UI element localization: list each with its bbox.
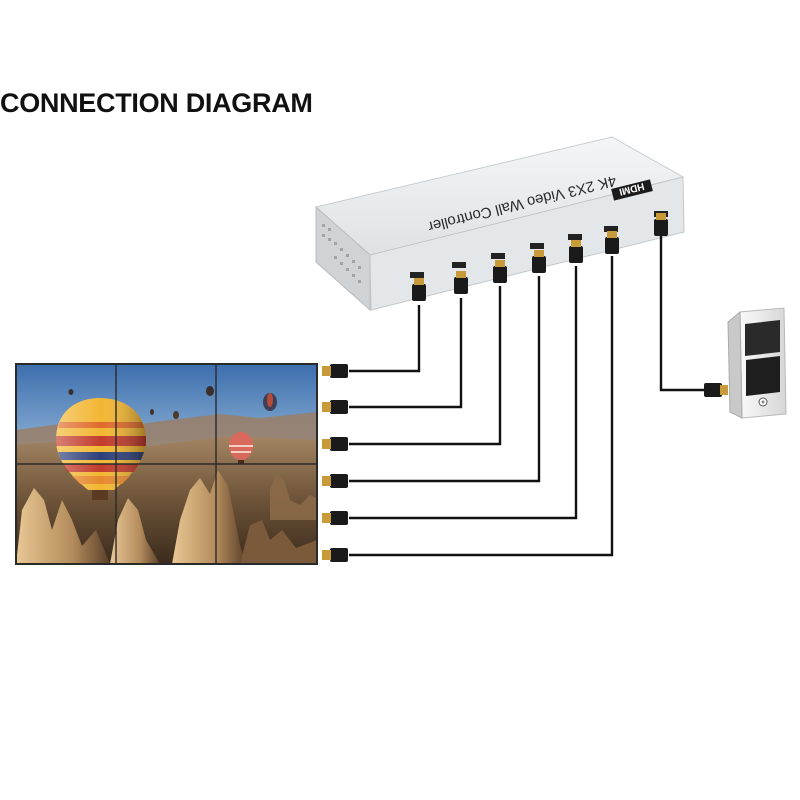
hdmi-cable-4 <box>349 276 541 483</box>
hdmi-plug-icon <box>322 364 348 378</box>
hdmi-plug-icon <box>532 250 546 273</box>
hdmi-output-port-3 <box>491 253 505 259</box>
hot-air-balloon-large <box>56 398 146 500</box>
hdmi-output-port-1 <box>410 272 424 278</box>
hdmi-plug-icon <box>412 278 426 301</box>
hdmi-cable-input <box>659 236 704 392</box>
hdmi-plug-icon <box>322 400 348 414</box>
hdmi-plug-icon <box>322 548 348 562</box>
hdmi-plug-icon <box>704 383 728 397</box>
vent-slots <box>322 224 361 283</box>
hdmi-plug-icon <box>454 271 468 294</box>
hdmi-cable-2 <box>349 298 463 409</box>
hdmi-plug-icon <box>654 213 668 236</box>
hdmi-plug-icon <box>322 474 348 488</box>
hdmi-plug-icon <box>493 260 507 283</box>
hot-air-balloon-red <box>229 432 253 464</box>
pc-tower-icon <box>727 307 787 419</box>
video-wall <box>15 363 318 565</box>
wall-plugs <box>322 364 348 562</box>
hdmi-cable-6 <box>349 256 614 557</box>
hdmi-cable-3 <box>349 286 502 446</box>
hdmi-plug-icon <box>322 437 348 451</box>
hdmi-cable-5 <box>349 266 578 520</box>
controller-plugs <box>412 213 668 301</box>
hdmi-output-port-4 <box>530 243 544 249</box>
diagram-title: CONNECTION DIAGRAM <box>0 88 313 118</box>
video-wall-controller: 4K 2X3 Video Wall Controller HDMI <box>314 136 685 312</box>
hot-air-balloon-far <box>68 386 277 419</box>
hdmi-plug-icon <box>322 511 348 525</box>
hdmi-cable-1 <box>349 305 421 373</box>
hdmi-output-port-2 <box>452 262 466 268</box>
hdmi-plug-icon <box>605 231 619 254</box>
hdmi-plug-icon <box>569 240 583 263</box>
hdmi-output-port-6 <box>604 226 618 232</box>
hdmi-cables <box>349 236 704 557</box>
hdmi-output-port-5 <box>568 234 582 240</box>
